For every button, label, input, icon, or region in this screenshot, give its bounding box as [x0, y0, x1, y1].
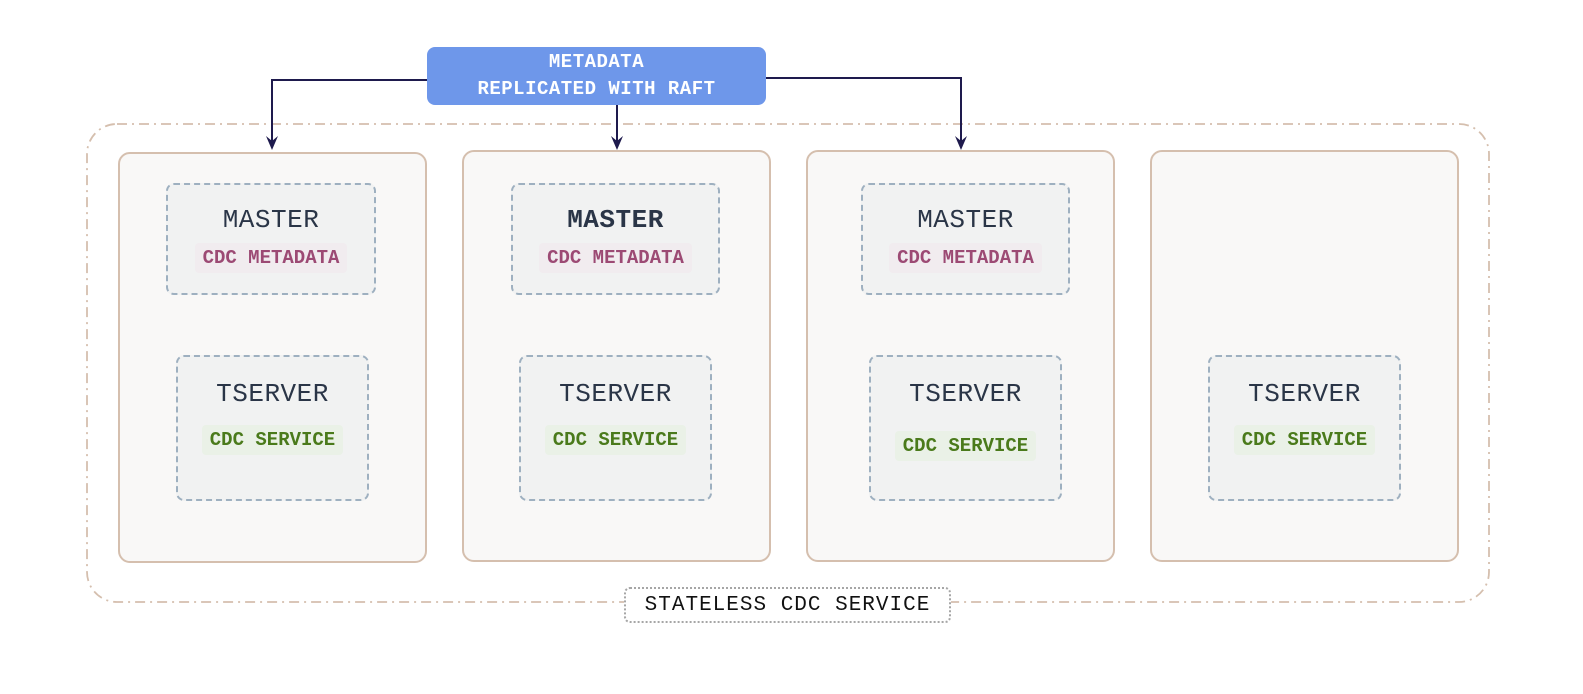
cdc-service-badge: CDC SERVICE [1233, 425, 1376, 455]
tserver-box: TSERVER CDC SERVICE [869, 355, 1062, 501]
tserver-title: TSERVER [559, 379, 672, 409]
stateless-cdc-service-label: STATELESS CDC SERVICE [624, 587, 951, 623]
arrowhead-icon [611, 136, 623, 150]
master-box: MASTER CDC METADATA [511, 183, 720, 295]
cdc-service-badge: CDC SERVICE [544, 425, 687, 455]
cdc-service-badge: CDC SERVICE [201, 425, 344, 455]
master-box: MASTER CDC METADATA [166, 183, 376, 295]
raft-metadata-banner: METADATA REPLICATED WITH RAFT [427, 47, 766, 105]
tserver-title: TSERVER [216, 379, 329, 409]
banner-line-1: METADATA [548, 51, 645, 73]
cdc-metadata-badge: CDC METADATA [539, 243, 692, 273]
banner-line-2: REPLICATED WITH RAFT [477, 78, 716, 100]
cdc-service-badge: CDC SERVICE [894, 431, 1037, 461]
tserver-box: TSERVER CDC SERVICE [176, 355, 369, 501]
master-title: MASTER [917, 205, 1014, 235]
arrowhead-icon [955, 136, 967, 150]
cdc-metadata-badge: CDC METADATA [889, 243, 1042, 273]
arrow-to-node-3 [766, 77, 962, 146]
arrow-to-node-1 [271, 79, 427, 146]
tserver-box: TSERVER CDC SERVICE [1208, 355, 1401, 501]
master-box: MASTER CDC METADATA [861, 183, 1070, 295]
tserver-box: TSERVER CDC SERVICE [519, 355, 712, 501]
master-title: MASTER [222, 205, 320, 235]
master-title: MASTER [567, 205, 664, 235]
arrowhead-icon [266, 136, 278, 150]
tserver-title: TSERVER [1248, 379, 1361, 409]
tserver-title: TSERVER [909, 379, 1022, 409]
cdc-metadata-badge: CDC METADATA [194, 243, 348, 273]
